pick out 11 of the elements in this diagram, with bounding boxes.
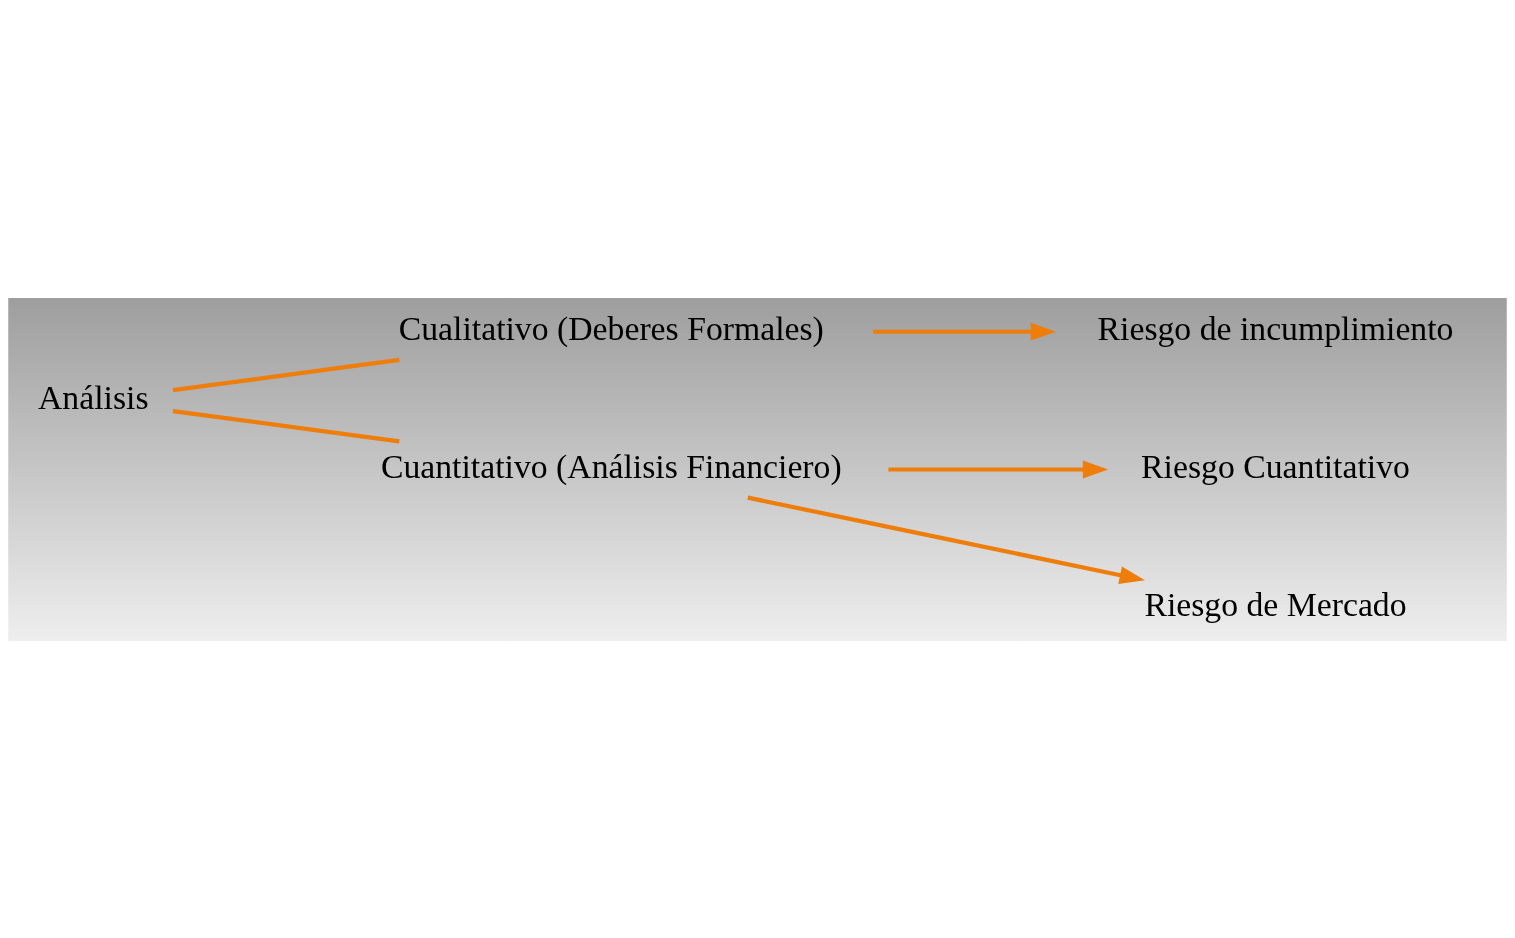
node-text: Cuantitativo (Análisis Financiero) — [380, 447, 842, 485]
node-text: Riesgo Cuantitativo — [1141, 447, 1410, 485]
connector — [172, 357, 400, 392]
node-text: Riesgo de incumplimiento — [1097, 309, 1454, 347]
connector — [172, 408, 400, 443]
node-text: Riesgo de Mercado — [1144, 585, 1407, 623]
arrow — [747, 495, 1145, 584]
node-text: Análisis — [38, 378, 149, 416]
arrow — [873, 322, 1057, 341]
node-text: Cualitativo (Deberes Formales) — [398, 309, 824, 347]
arrow — [888, 460, 1109, 478]
